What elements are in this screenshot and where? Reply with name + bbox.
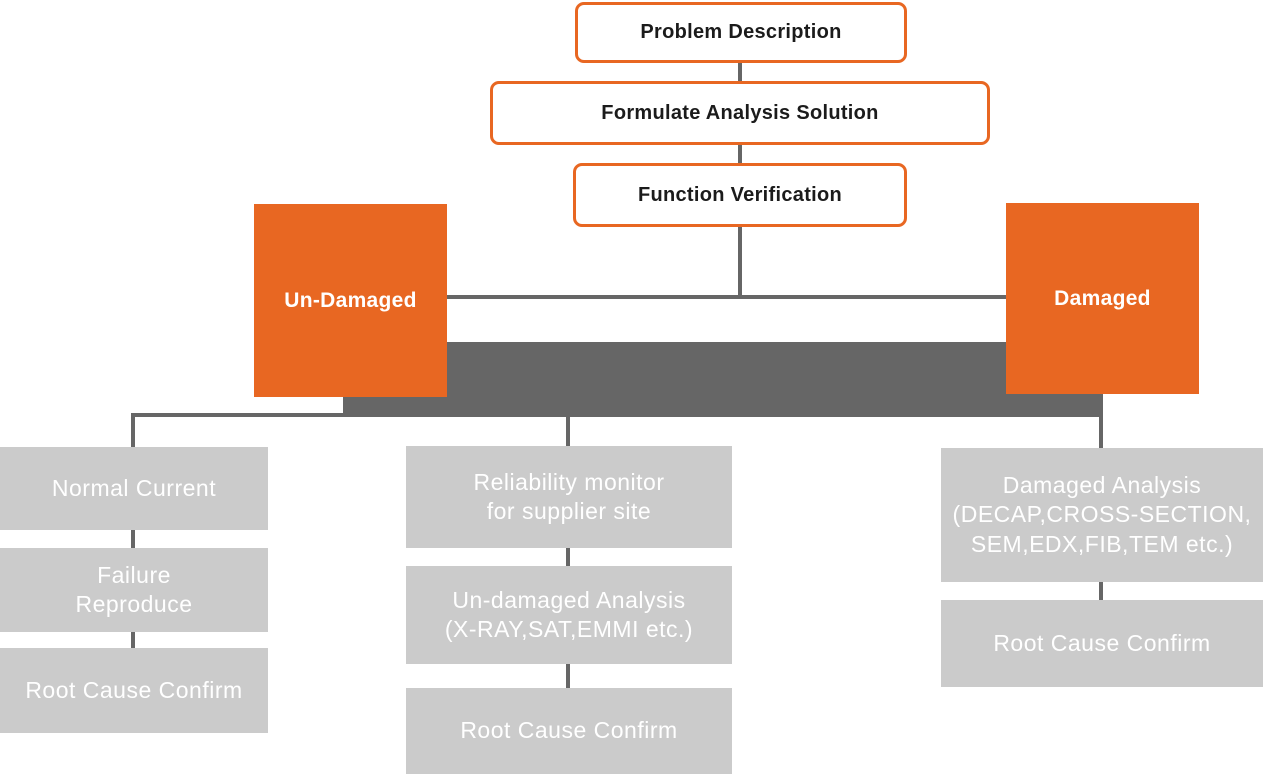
function-verification-label: Function Verification: [637, 183, 843, 206]
step-root-cause-confirm-right-label: Root Cause Confirm: [993, 629, 1211, 656]
step-root-cause-confirm-left: Root Cause Confirm: [0, 648, 268, 733]
merge-bar: [343, 342, 1103, 417]
step-root-cause-confirm-middle: Root Cause Confirm: [406, 688, 732, 774]
connector-drop-left-column: [131, 415, 135, 447]
step-normal-current: Normal Current: [0, 447, 268, 530]
step-root-cause-confirm-right: Root Cause Confirm: [941, 600, 1263, 687]
step-un-damaged-analysis: Un-damaged Analysis (X-RAY,SAT,EMMI etc.…: [406, 566, 732, 664]
function-verification-box: Function Verification: [573, 163, 907, 227]
problem-description-box: Problem Description: [575, 2, 907, 63]
step-reliability-monitor-label: Reliability monitor for supplier site: [473, 468, 665, 524]
step-damaged-analysis-label: Damaged Analysis (DECAP,CROSS-SECTION, S…: [952, 471, 1252, 557]
un-damaged-branch-box: Un-Damaged: [254, 204, 447, 397]
formulate-analysis-solution-label: Formulate Analysis Solution: [601, 101, 879, 124]
damaged-branch-label: Damaged: [1054, 286, 1151, 310]
step-reliability-monitor: Reliability monitor for supplier site: [406, 446, 732, 548]
connector-problem-to-formulate: [738, 63, 742, 81]
step-damaged-analysis: Damaged Analysis (DECAP,CROSS-SECTION, S…: [941, 448, 1263, 582]
connector-formulate-to-function: [738, 145, 742, 163]
connector-left-step1-2: [131, 530, 135, 548]
connector-middle-step2-3: [566, 664, 570, 688]
damaged-branch-box: Damaged: [1006, 203, 1199, 394]
step-root-cause-confirm-middle-label: Root Cause Confirm: [460, 717, 678, 744]
connector-drop-right-column: [1099, 417, 1103, 448]
connector-left-step2-3: [131, 632, 135, 648]
step-failure-reproduce: Failure Reproduce: [0, 548, 268, 632]
step-un-damaged-analysis-label: Un-damaged Analysis (X-RAY,SAT,EMMI etc.…: [444, 586, 694, 642]
problem-description-label: Problem Description: [640, 21, 842, 43]
un-damaged-branch-label: Un-Damaged: [284, 288, 417, 312]
step-failure-reproduce-label: Failure Reproduce: [75, 561, 193, 617]
connector-right-step1-2: [1099, 582, 1103, 600]
formulate-analysis-solution-box: Formulate Analysis Solution: [490, 81, 990, 145]
connector-drop-middle-column: [566, 417, 570, 446]
connector-branch-horizontal: [447, 295, 1006, 299]
step-root-cause-confirm-left-label: Root Cause Confirm: [25, 676, 243, 703]
connector-function-to-branch: [738, 227, 742, 297]
connector-middle-step1-2: [566, 548, 570, 566]
step-normal-current-label: Normal Current: [51, 474, 217, 501]
